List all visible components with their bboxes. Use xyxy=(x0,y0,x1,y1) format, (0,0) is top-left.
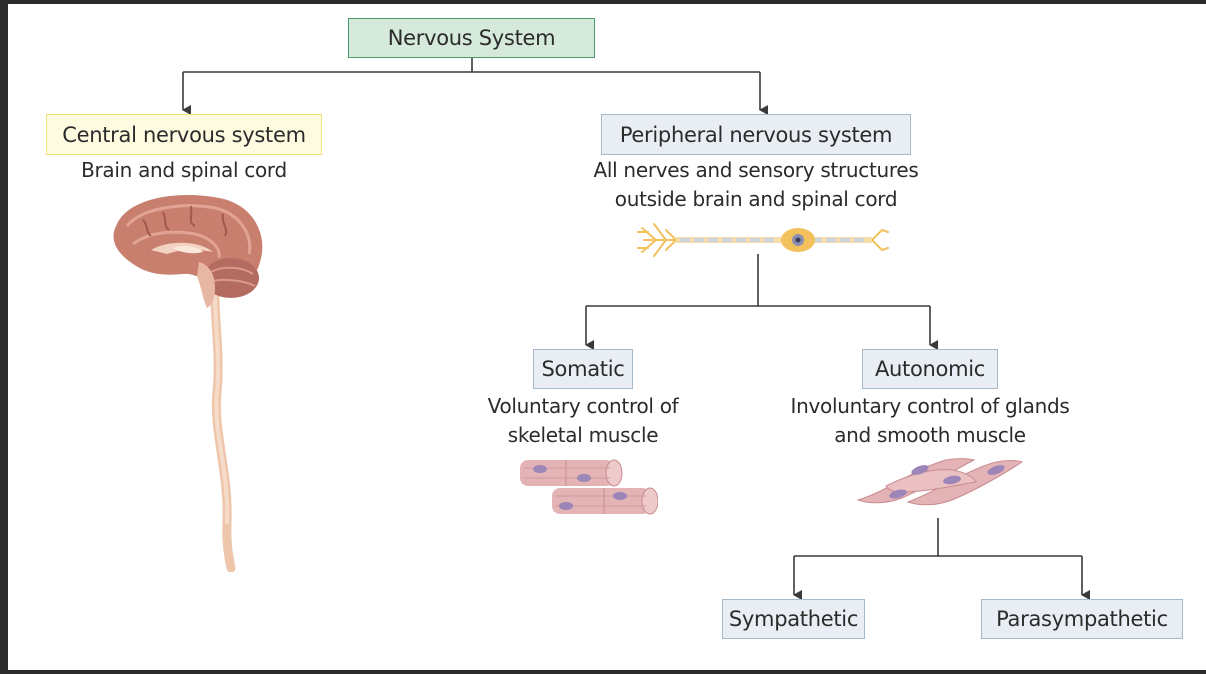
somatic-description-line: Voluntary control of xyxy=(487,394,679,418)
peripheral-label: Peripheral nervous system xyxy=(619,122,893,147)
peripheral-description: All nerves and sensory structures outsid… xyxy=(556,156,956,214)
sympathetic-node: Sympathetic xyxy=(722,599,865,639)
parasympathetic-label: Parasympathetic xyxy=(996,607,1168,631)
central-description: Brain and spinal cord xyxy=(81,158,287,182)
peripheral-description-line: All nerves and sensory structures xyxy=(593,158,919,182)
connector-root xyxy=(183,58,760,73)
connector-lines xyxy=(182,58,1090,600)
somatic-description: Voluntary control of skeletal muscle xyxy=(443,392,723,450)
central-node: Central nervous system xyxy=(46,114,322,155)
connector-autonomic xyxy=(794,518,1082,557)
autonomic-description: Involuntary control of glands and smooth… xyxy=(750,392,1110,450)
peripheral-node: Peripheral nervous system xyxy=(601,114,911,155)
somatic-node: Somatic xyxy=(533,349,633,389)
connector-peripheral xyxy=(586,254,930,307)
autonomic-node: Autonomic xyxy=(862,349,998,389)
sympathetic-label: Sympathetic xyxy=(728,607,859,631)
neuron-icon xyxy=(637,223,889,257)
peripheral-description-line: outside brain and spinal cord xyxy=(614,187,898,211)
central-label: Central nervous system xyxy=(62,122,306,147)
somatic-description-line: skeletal muscle xyxy=(507,423,659,447)
skeletal-muscle-icon xyxy=(520,459,658,515)
root-label: Nervous System xyxy=(387,26,556,50)
root-node: Nervous System xyxy=(348,18,595,58)
somatic-label: Somatic xyxy=(541,357,625,381)
smooth-muscle-icon xyxy=(856,458,1024,506)
autonomic-label: Autonomic xyxy=(874,357,986,381)
diagram-canvas: Nervous System Central nervous system Br… xyxy=(8,4,1206,670)
autonomic-description-line: Involuntary control of glands xyxy=(790,394,1070,418)
brain-and-spinal-cord-icon xyxy=(113,195,263,572)
autonomic-description-line: and smooth muscle xyxy=(834,423,1026,447)
parasympathetic-node: Parasympathetic xyxy=(981,599,1183,639)
